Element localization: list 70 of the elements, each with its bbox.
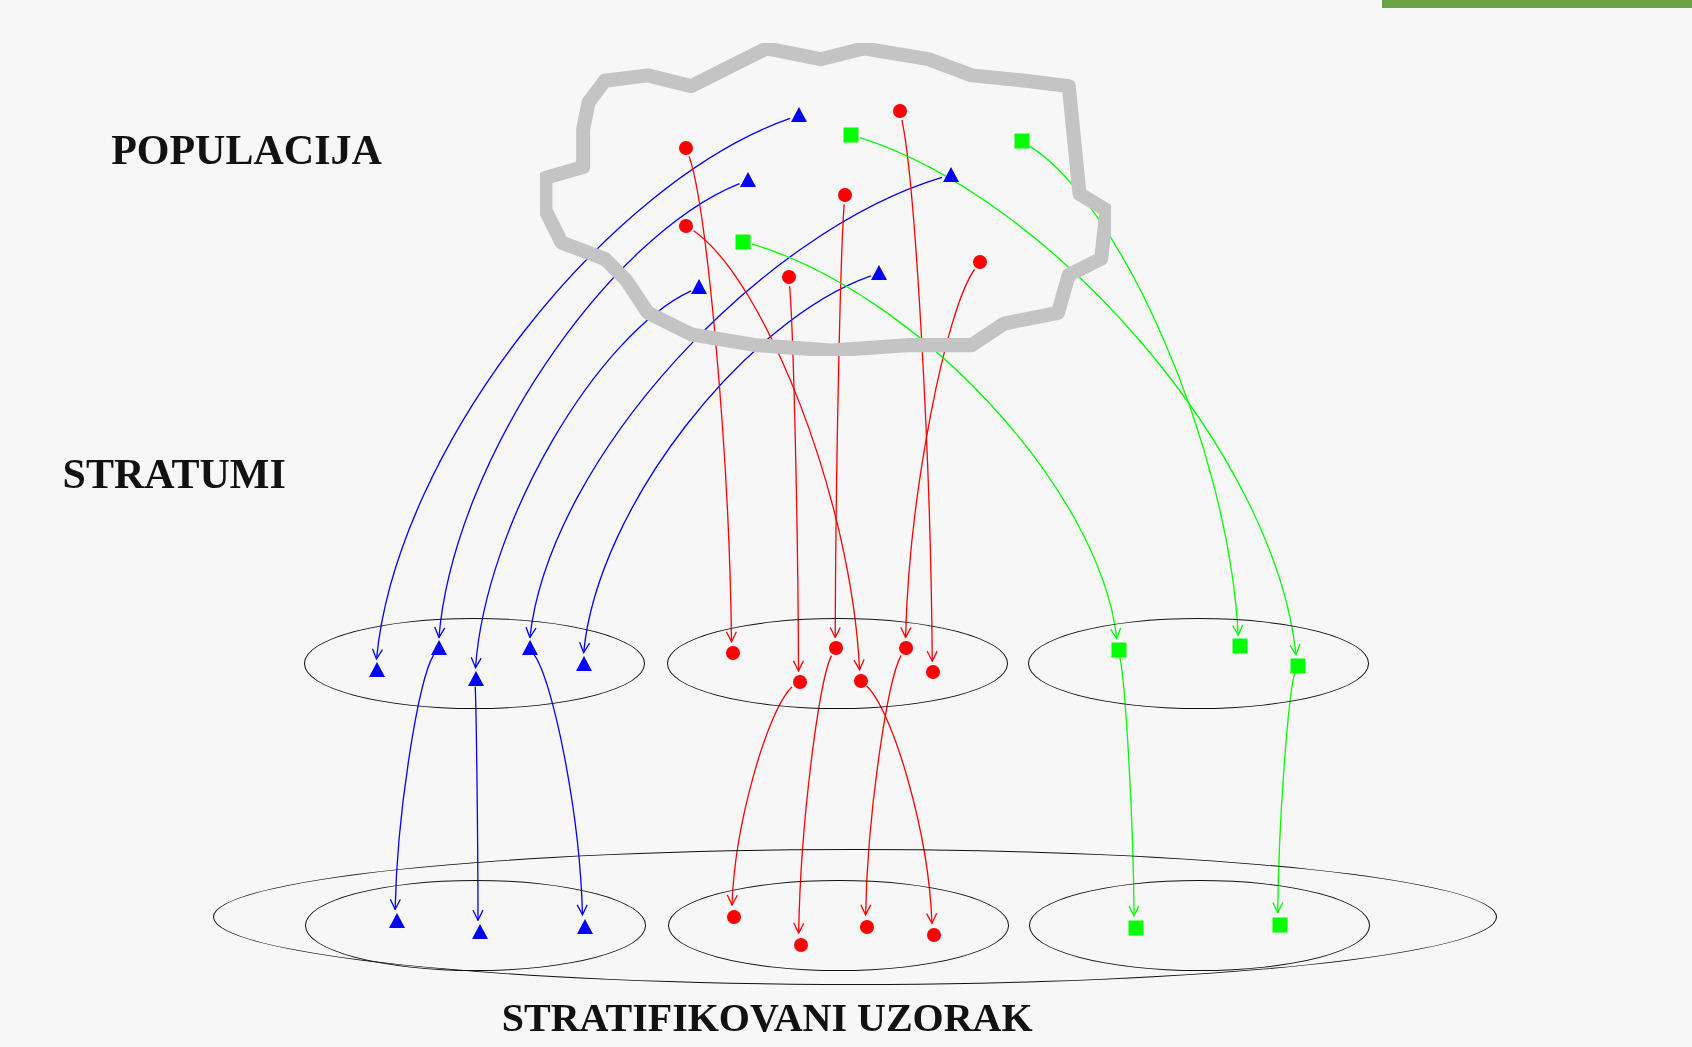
stratum-ellipse	[666, 618, 1008, 709]
arrow	[1272, 672, 1296, 914]
arrow	[1119, 656, 1140, 917]
circle-marker	[677, 138, 696, 157]
circle-marker	[897, 639, 916, 658]
triangle-marker	[520, 639, 539, 658]
arrow	[726, 686, 793, 906]
circle-marker	[791, 936, 810, 955]
triangle-marker	[430, 639, 449, 658]
sample-label: STRATIFIKOVANI UZORAK	[501, 998, 1033, 1039]
arrow	[1028, 145, 1243, 636]
circle-marker	[890, 102, 909, 121]
circle-marker	[835, 186, 854, 205]
triangle-marker	[387, 912, 406, 931]
arrow	[526, 176, 943, 639]
circle-marker	[925, 926, 944, 945]
triangle-marker	[690, 278, 709, 296]
arrow	[751, 243, 1121, 640]
triangle-marker	[870, 264, 889, 282]
square-marker	[1012, 132, 1031, 151]
circle-marker	[677, 216, 696, 235]
circle-marker	[858, 917, 877, 936]
circle-marker	[724, 908, 743, 927]
arrow	[865, 685, 937, 925]
arrow	[471, 290, 692, 669]
square-marker	[734, 232, 753, 251]
triangle-marker	[574, 654, 593, 673]
arrow	[389, 654, 435, 911]
stratum-ellipse	[304, 618, 646, 709]
arrow	[901, 119, 938, 662]
arrow	[860, 654, 902, 916]
arrow	[472, 686, 484, 921]
population-cloud	[539, 43, 1112, 357]
stratum-ellipse	[305, 880, 647, 972]
square-marker	[1230, 637, 1249, 656]
square-marker	[1289, 656, 1308, 675]
arrow	[579, 275, 872, 654]
arrow	[793, 654, 833, 934]
arrow	[829, 203, 845, 639]
arrow	[788, 285, 805, 672]
circle-marker	[790, 672, 809, 691]
triangle-marker	[941, 165, 960, 184]
stratumi-label: STRATUMI	[62, 453, 286, 496]
arrow	[533, 654, 588, 916]
arrow	[372, 117, 791, 660]
square-marker	[842, 125, 861, 144]
stratum-ellipse	[1029, 880, 1371, 972]
stratum-ellipse	[667, 880, 1009, 972]
arrow	[859, 136, 1300, 656]
arrow	[434, 182, 741, 639]
arrow	[688, 155, 737, 643]
square-marker	[1270, 915, 1289, 934]
triangle-marker	[575, 917, 594, 936]
circle-marker	[924, 663, 943, 682]
circle-marker	[852, 671, 870, 690]
triangle-marker	[367, 661, 386, 679]
arrow	[693, 230, 865, 671]
circle-marker	[970, 253, 989, 272]
populacija-label: POPULACIJA	[111, 129, 382, 172]
circle-marker	[723, 643, 742, 662]
triangle-marker	[471, 923, 489, 942]
triangle-marker	[466, 669, 485, 688]
square-marker	[1127, 918, 1146, 937]
triangle-marker	[738, 171, 757, 190]
stratum-ellipse	[1028, 618, 1370, 709]
triangle-marker	[789, 106, 808, 125]
square-marker	[1109, 640, 1128, 659]
circle-marker	[827, 639, 846, 658]
circle-marker	[779, 268, 798, 287]
arrow	[900, 268, 976, 639]
